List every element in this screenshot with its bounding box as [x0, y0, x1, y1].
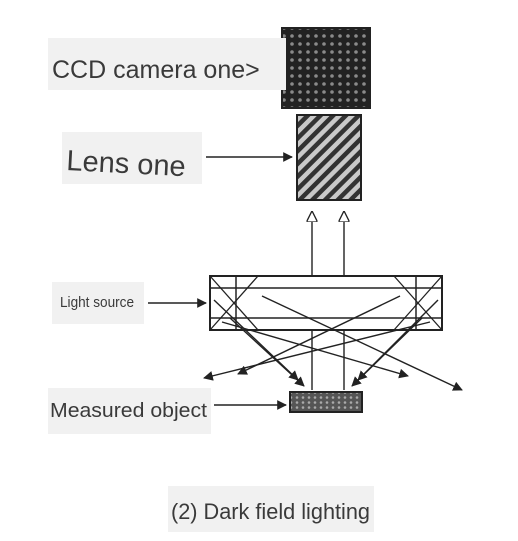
lens-label: Lens one	[66, 145, 187, 183]
ccd-camera-body	[281, 27, 371, 109]
lens-body	[296, 114, 362, 201]
measured-object-body	[289, 391, 363, 413]
diagram-caption: (2) Dark field lighting	[171, 499, 370, 524]
light-source-label-background	[52, 282, 144, 324]
camera-label-background	[48, 38, 286, 90]
camera-label: CCD camera one>	[52, 56, 260, 84]
oblique-light-rays	[203, 295, 463, 391]
light-source-label: Light source	[60, 294, 134, 311]
ring-light-source	[209, 275, 443, 331]
label-pointer-arrows	[148, 152, 293, 410]
caption-background	[168, 486, 374, 532]
lens-label-background	[62, 132, 202, 184]
object-label: Measured object	[50, 400, 207, 422]
object-label-background	[48, 388, 211, 434]
